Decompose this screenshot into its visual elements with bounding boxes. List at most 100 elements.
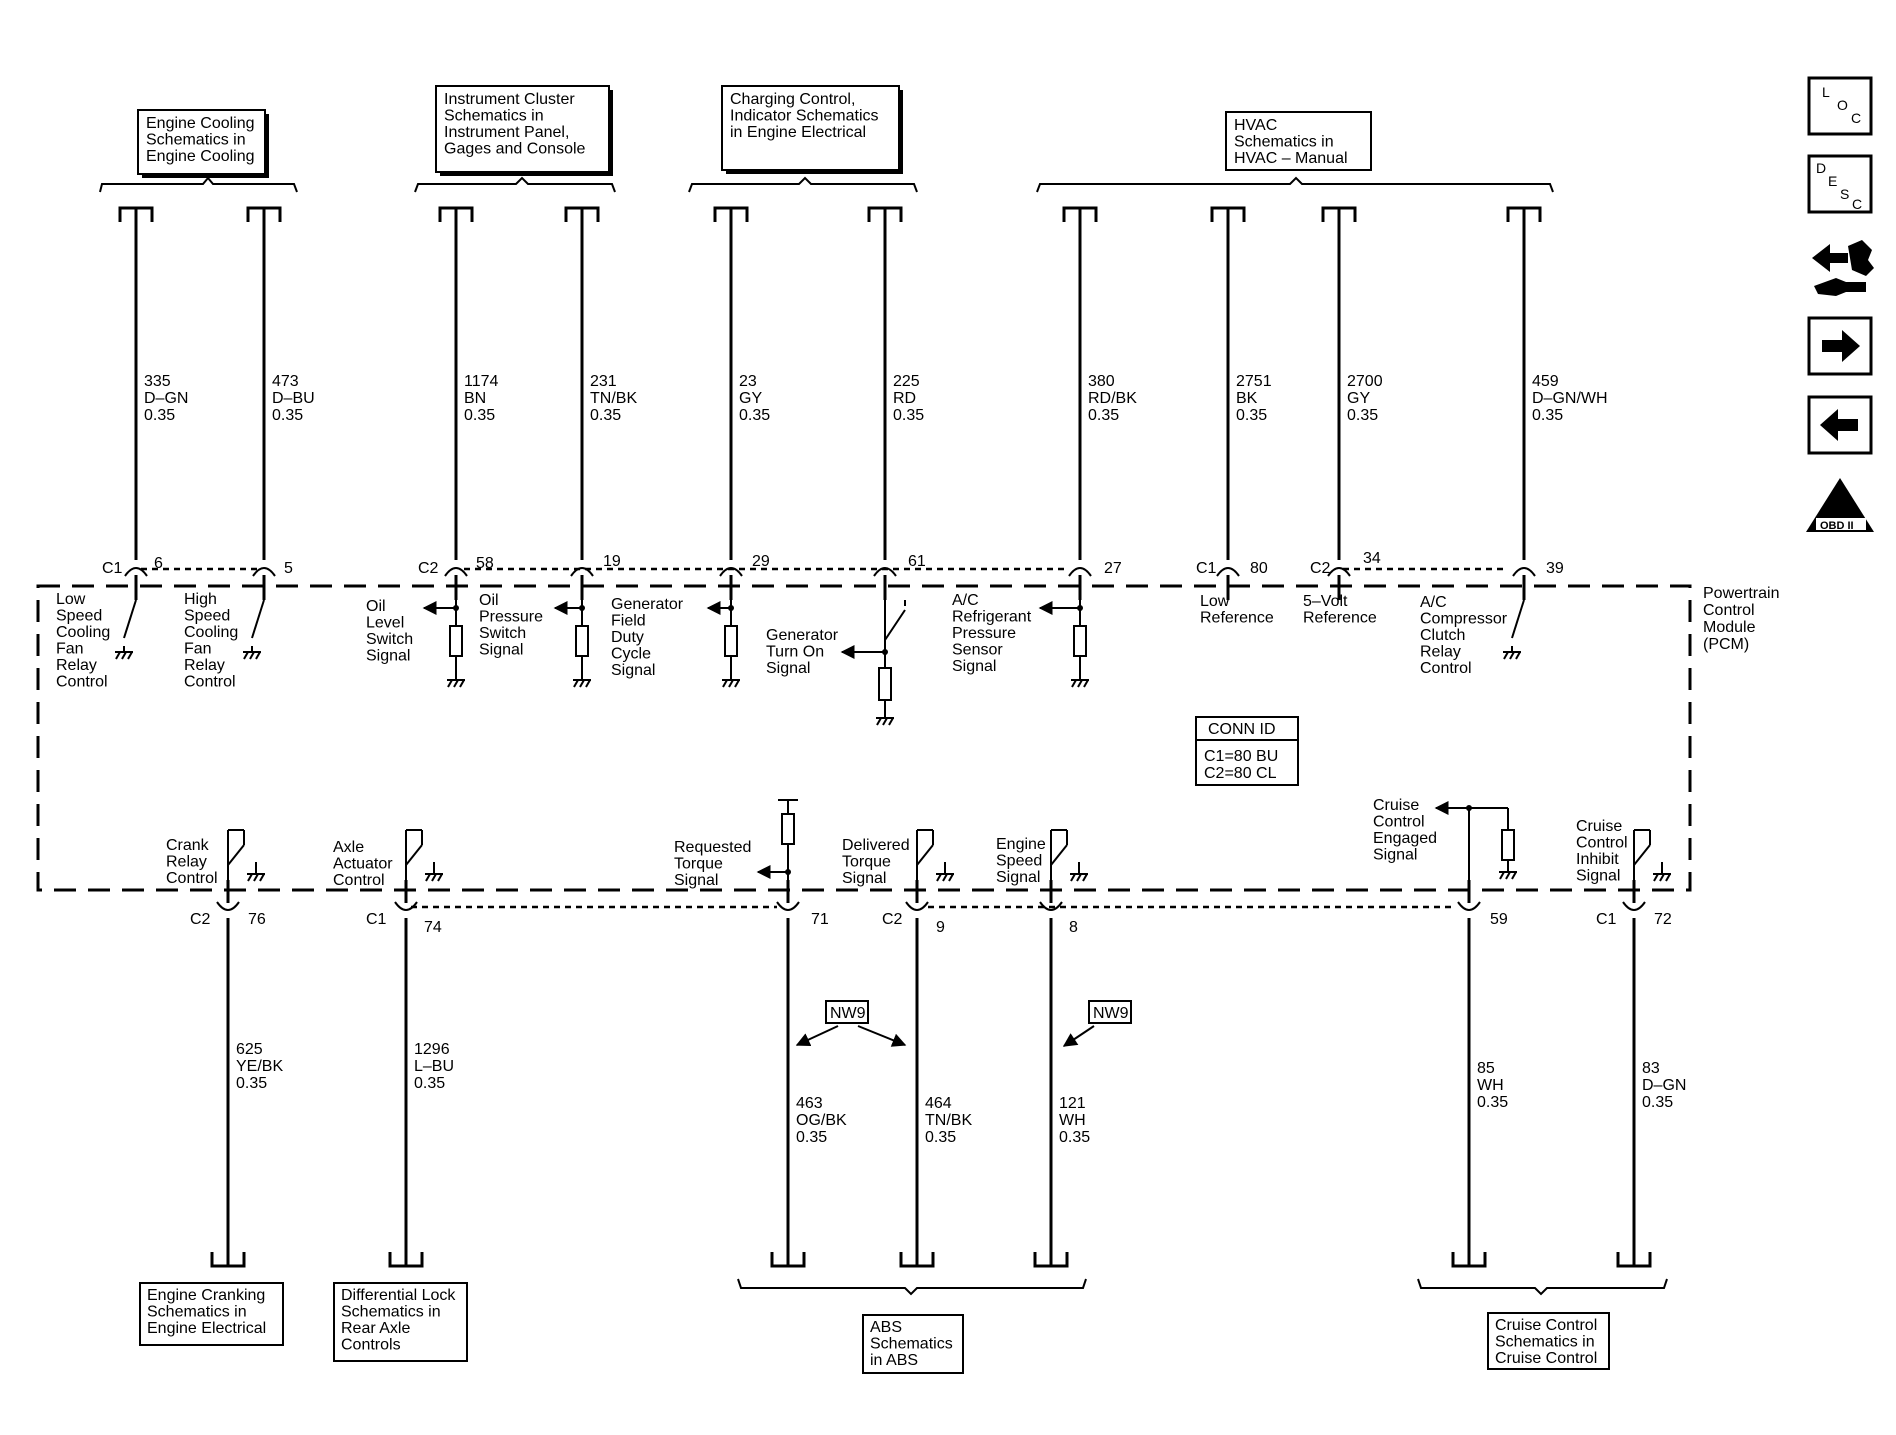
svg-text:CONN ID: CONN ID bbox=[1208, 721, 1276, 738]
connector-dotted-lines bbox=[141, 567, 1505, 909]
connector-label: C1 bbox=[1196, 560, 1217, 577]
previous-arrow-icon[interactable] bbox=[1807, 395, 1873, 455]
pin-number: 19 bbox=[603, 553, 621, 570]
nw9-arrow-left-b bbox=[857, 1025, 907, 1047]
next-arrow-icon[interactable] bbox=[1807, 316, 1873, 376]
pcm-module-label: Powertrain Control Module (PCM) bbox=[1703, 585, 1784, 653]
pin-number: 74 bbox=[424, 919, 442, 936]
pin-number: 72 bbox=[1654, 911, 1672, 928]
description-icon[interactable]: D E S C bbox=[1807, 154, 1873, 214]
pin-number: 59 bbox=[1490, 911, 1508, 928]
nw9-label-left: NW9 bbox=[825, 1000, 869, 1024]
pin-number: 58 bbox=[476, 555, 494, 572]
svg-text:E: E bbox=[1828, 173, 1837, 189]
conn-id-box: CONN ID C1=80 BU C2=80 CL bbox=[1195, 716, 1299, 786]
svg-text:NW9: NW9 bbox=[1093, 1005, 1129, 1022]
connector-label: C1 bbox=[1596, 911, 1617, 928]
pin-number: 34 bbox=[1363, 550, 1381, 567]
diagnostic-tool-icon[interactable] bbox=[1812, 240, 1874, 296]
pin-number: 39 bbox=[1546, 560, 1564, 577]
pin-number: 29 bbox=[752, 553, 770, 570]
connector-label: C2 bbox=[418, 560, 439, 577]
pin-number: 5 bbox=[284, 560, 293, 577]
svg-text:S: S bbox=[1840, 186, 1849, 202]
svg-text:OBD II: OBD II bbox=[1820, 520, 1854, 532]
svg-text:NW9: NW9 bbox=[830, 1005, 866, 1022]
nw9-arrow-left-a bbox=[795, 1025, 839, 1047]
nw9-arrow-right bbox=[1062, 1025, 1095, 1047]
connector-label: C2 bbox=[1310, 560, 1331, 577]
pin-number: 9 bbox=[936, 919, 945, 936]
svg-text:II: II bbox=[1828, 496, 1841, 523]
svg-text:C2=80 CL: C2=80 CL bbox=[1204, 765, 1277, 782]
svg-text:L: L bbox=[1822, 84, 1830, 100]
svg-text:D: D bbox=[1816, 160, 1826, 176]
connector-label: C2 bbox=[190, 911, 211, 928]
pin-number: 6 bbox=[154, 555, 163, 572]
location-icon[interactable]: L O C bbox=[1807, 76, 1873, 136]
pin-number: 61 bbox=[908, 553, 926, 570]
pin-number: 8 bbox=[1069, 919, 1078, 936]
reference-braces bbox=[99, 176, 1668, 1296]
internal-components bbox=[115, 599, 1671, 882]
obd-ii-icon[interactable]: II OBD II bbox=[1806, 478, 1874, 532]
